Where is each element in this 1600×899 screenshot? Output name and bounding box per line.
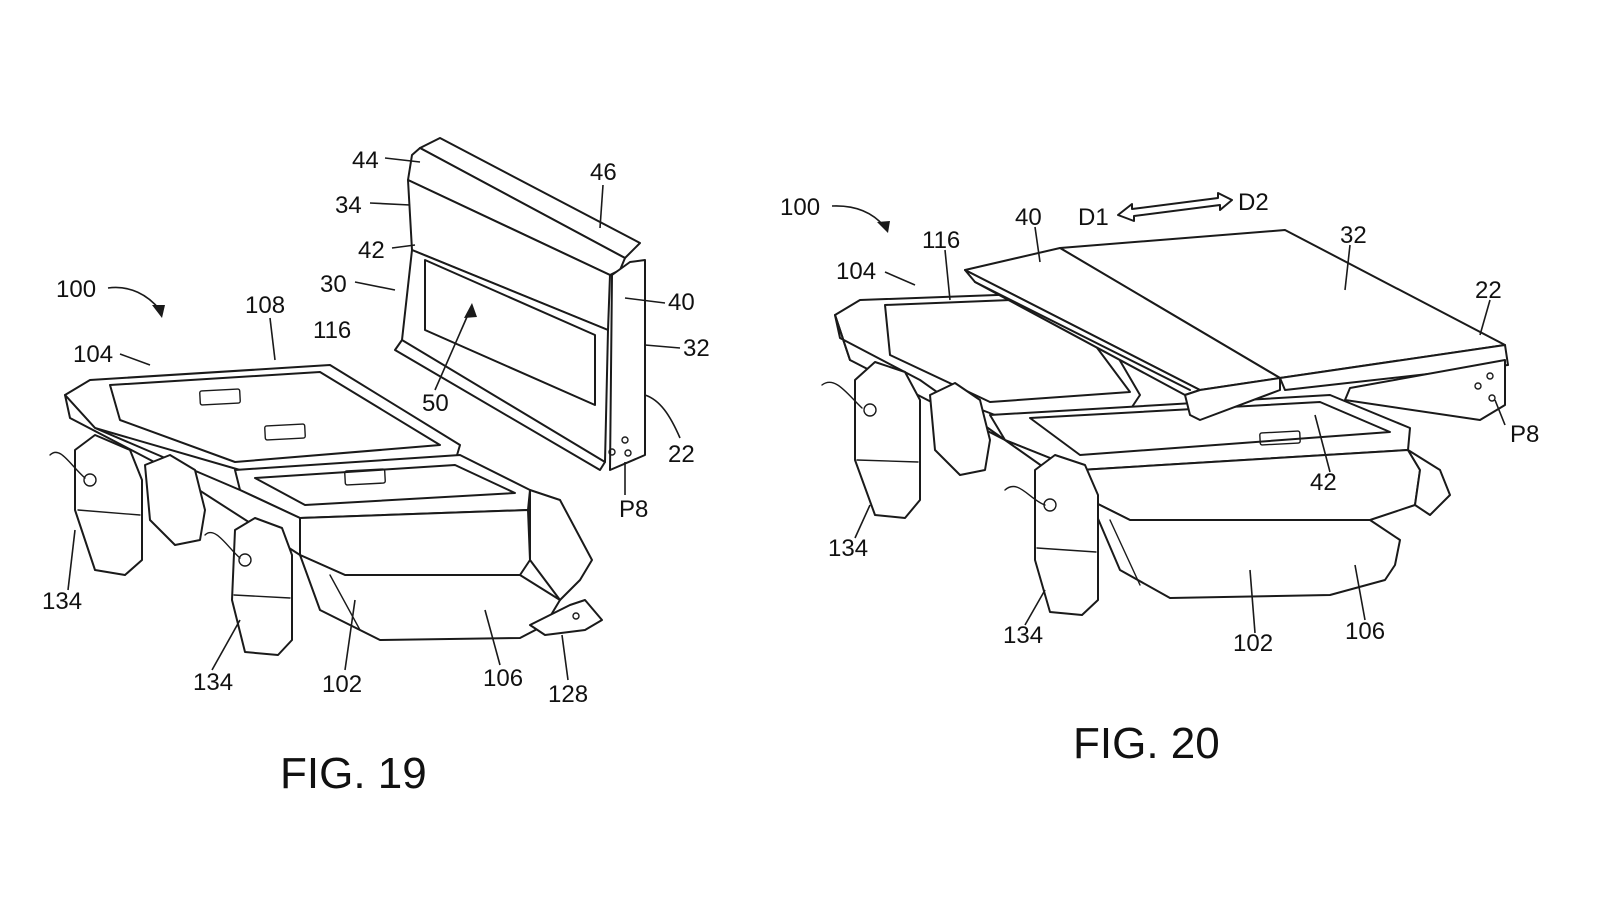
fig20-caption: FIG. 20 [1073,719,1220,768]
fig20-table [964,229,1509,421]
fig19-label-134-left: 134 [42,588,82,615]
fig20-label-22: 22 [1475,277,1502,304]
fig19-label-128: 128 [548,681,588,708]
fig19-label-32: 32 [683,335,710,362]
fig19-label-116: 116 [313,317,351,344]
fig19-label-108: 108 [245,292,285,319]
fig19-leaders [67,157,681,681]
fig19-label-102: 102 [322,671,362,698]
fig20-label-106: 106 [1345,618,1385,645]
fig20-drawing: 100 104 116 40 D1 D2 32 22 P8 42 134 134… [780,189,1539,768]
fig19-label-40: 40 [668,289,695,316]
fig19-label-50: 50 [422,390,449,417]
fig19-label-42: 42 [358,237,385,264]
fig19-label-104: 104 [73,341,113,368]
fig20-label-134-left: 134 [828,535,868,562]
fig19-label-106: 106 [483,665,523,692]
fig20-leaders [831,192,1506,634]
fig20-seat [821,291,1451,616]
fig20-label-P8: P8 [1510,421,1539,448]
fig20-label-104: 104 [836,258,876,285]
fig19-caption: FIG. 19 [280,749,427,798]
fig19-label-134-right: 134 [193,669,233,696]
fig20-label-102: 102 [1233,630,1273,657]
fig19-label-P8: P8 [619,496,648,523]
fig19-seat [49,364,603,656]
fig19-label-46: 46 [590,159,617,186]
fig19-labels: 100 104 108 116 44 34 42 30 46 40 50 32 … [42,147,710,708]
fig20-label-100: 100 [780,194,820,221]
fig19-label-44: 44 [352,147,379,174]
fig19-drawing: 100 104 108 116 44 34 42 30 46 40 50 32 … [42,137,710,798]
fig20-label-D2: D2 [1238,189,1269,216]
fig20-label-116: 116 [922,227,960,254]
fig19-label-30: 30 [320,271,347,298]
fig19-label-34: 34 [335,192,362,219]
fig20-label-32: 32 [1340,222,1367,249]
fig20-labels: 100 104 116 40 D1 D2 32 22 P8 42 134 134… [780,189,1539,657]
fig19-label-100: 100 [56,276,96,303]
fig20-label-D1: D1 [1078,204,1109,231]
fig20-label-42: 42 [1310,469,1337,496]
fig19-label-22: 22 [668,441,695,468]
fig19-seatback [394,137,646,471]
fig20-label-134-right: 134 [1003,622,1043,649]
fig20-label-40: 40 [1015,204,1042,231]
